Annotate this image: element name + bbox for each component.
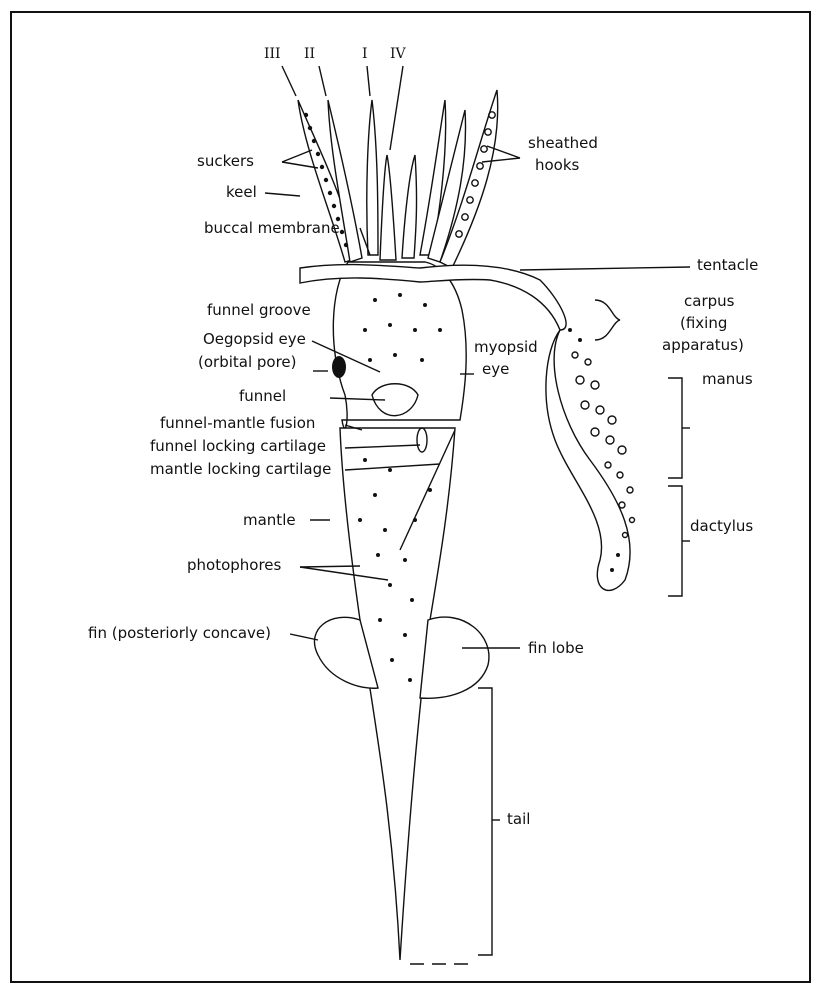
label-buccal-membrane: buccal membrane bbox=[204, 219, 340, 237]
label-oegopsid-eye: Oegopsid eye bbox=[203, 330, 306, 348]
squid-drawing bbox=[298, 90, 635, 960]
label-tentacle: tentacle bbox=[697, 256, 758, 274]
label-sheathed: sheathed bbox=[528, 134, 598, 152]
oegopsid-eye bbox=[332, 356, 346, 378]
label-myopsid-eye: eye bbox=[482, 360, 509, 378]
arm-number-II: II bbox=[304, 46, 315, 62]
tentacular-club bbox=[546, 330, 630, 590]
label-suckers: suckers bbox=[197, 152, 254, 170]
label-apparatus: apparatus) bbox=[662, 336, 744, 354]
label-carpus: carpus bbox=[684, 292, 735, 310]
label-fin-lobe: fin lobe bbox=[528, 639, 584, 657]
label-manus: manus bbox=[702, 370, 753, 388]
arm-IV bbox=[380, 155, 396, 260]
label-funnel: funnel bbox=[239, 387, 286, 405]
label-mantle-locking-cartilage: mantle locking cartilage bbox=[150, 460, 331, 478]
label-orbital-pore: (orbital pore) bbox=[198, 353, 297, 371]
label-fin: fin (posteriorly concave) bbox=[88, 624, 271, 642]
label-mantle: mantle bbox=[243, 511, 296, 529]
arm-number-III: III bbox=[264, 46, 281, 62]
label-dactylus: dactylus bbox=[690, 517, 753, 535]
label-fixing: (fixing bbox=[680, 314, 727, 332]
label-hooks: hooks bbox=[535, 156, 580, 174]
label-tail: tail bbox=[507, 810, 530, 828]
arm-number-IV: IV bbox=[390, 46, 407, 62]
fin-right bbox=[420, 617, 489, 698]
label-photophores: photophores bbox=[187, 556, 282, 574]
arm-number-I: I bbox=[362, 46, 368, 62]
label-funnel-groove: funnel groove bbox=[207, 301, 311, 319]
arm-I-right bbox=[402, 155, 417, 258]
arm-I-left bbox=[367, 100, 378, 255]
label-myopsid: myopsid bbox=[474, 338, 538, 356]
label-funnel-locking-cartilage: funnel locking cartilage bbox=[150, 437, 326, 455]
label-keel: keel bbox=[226, 183, 257, 201]
label-funnel-mantle-fusion: funnel-mantle fusion bbox=[160, 414, 315, 432]
